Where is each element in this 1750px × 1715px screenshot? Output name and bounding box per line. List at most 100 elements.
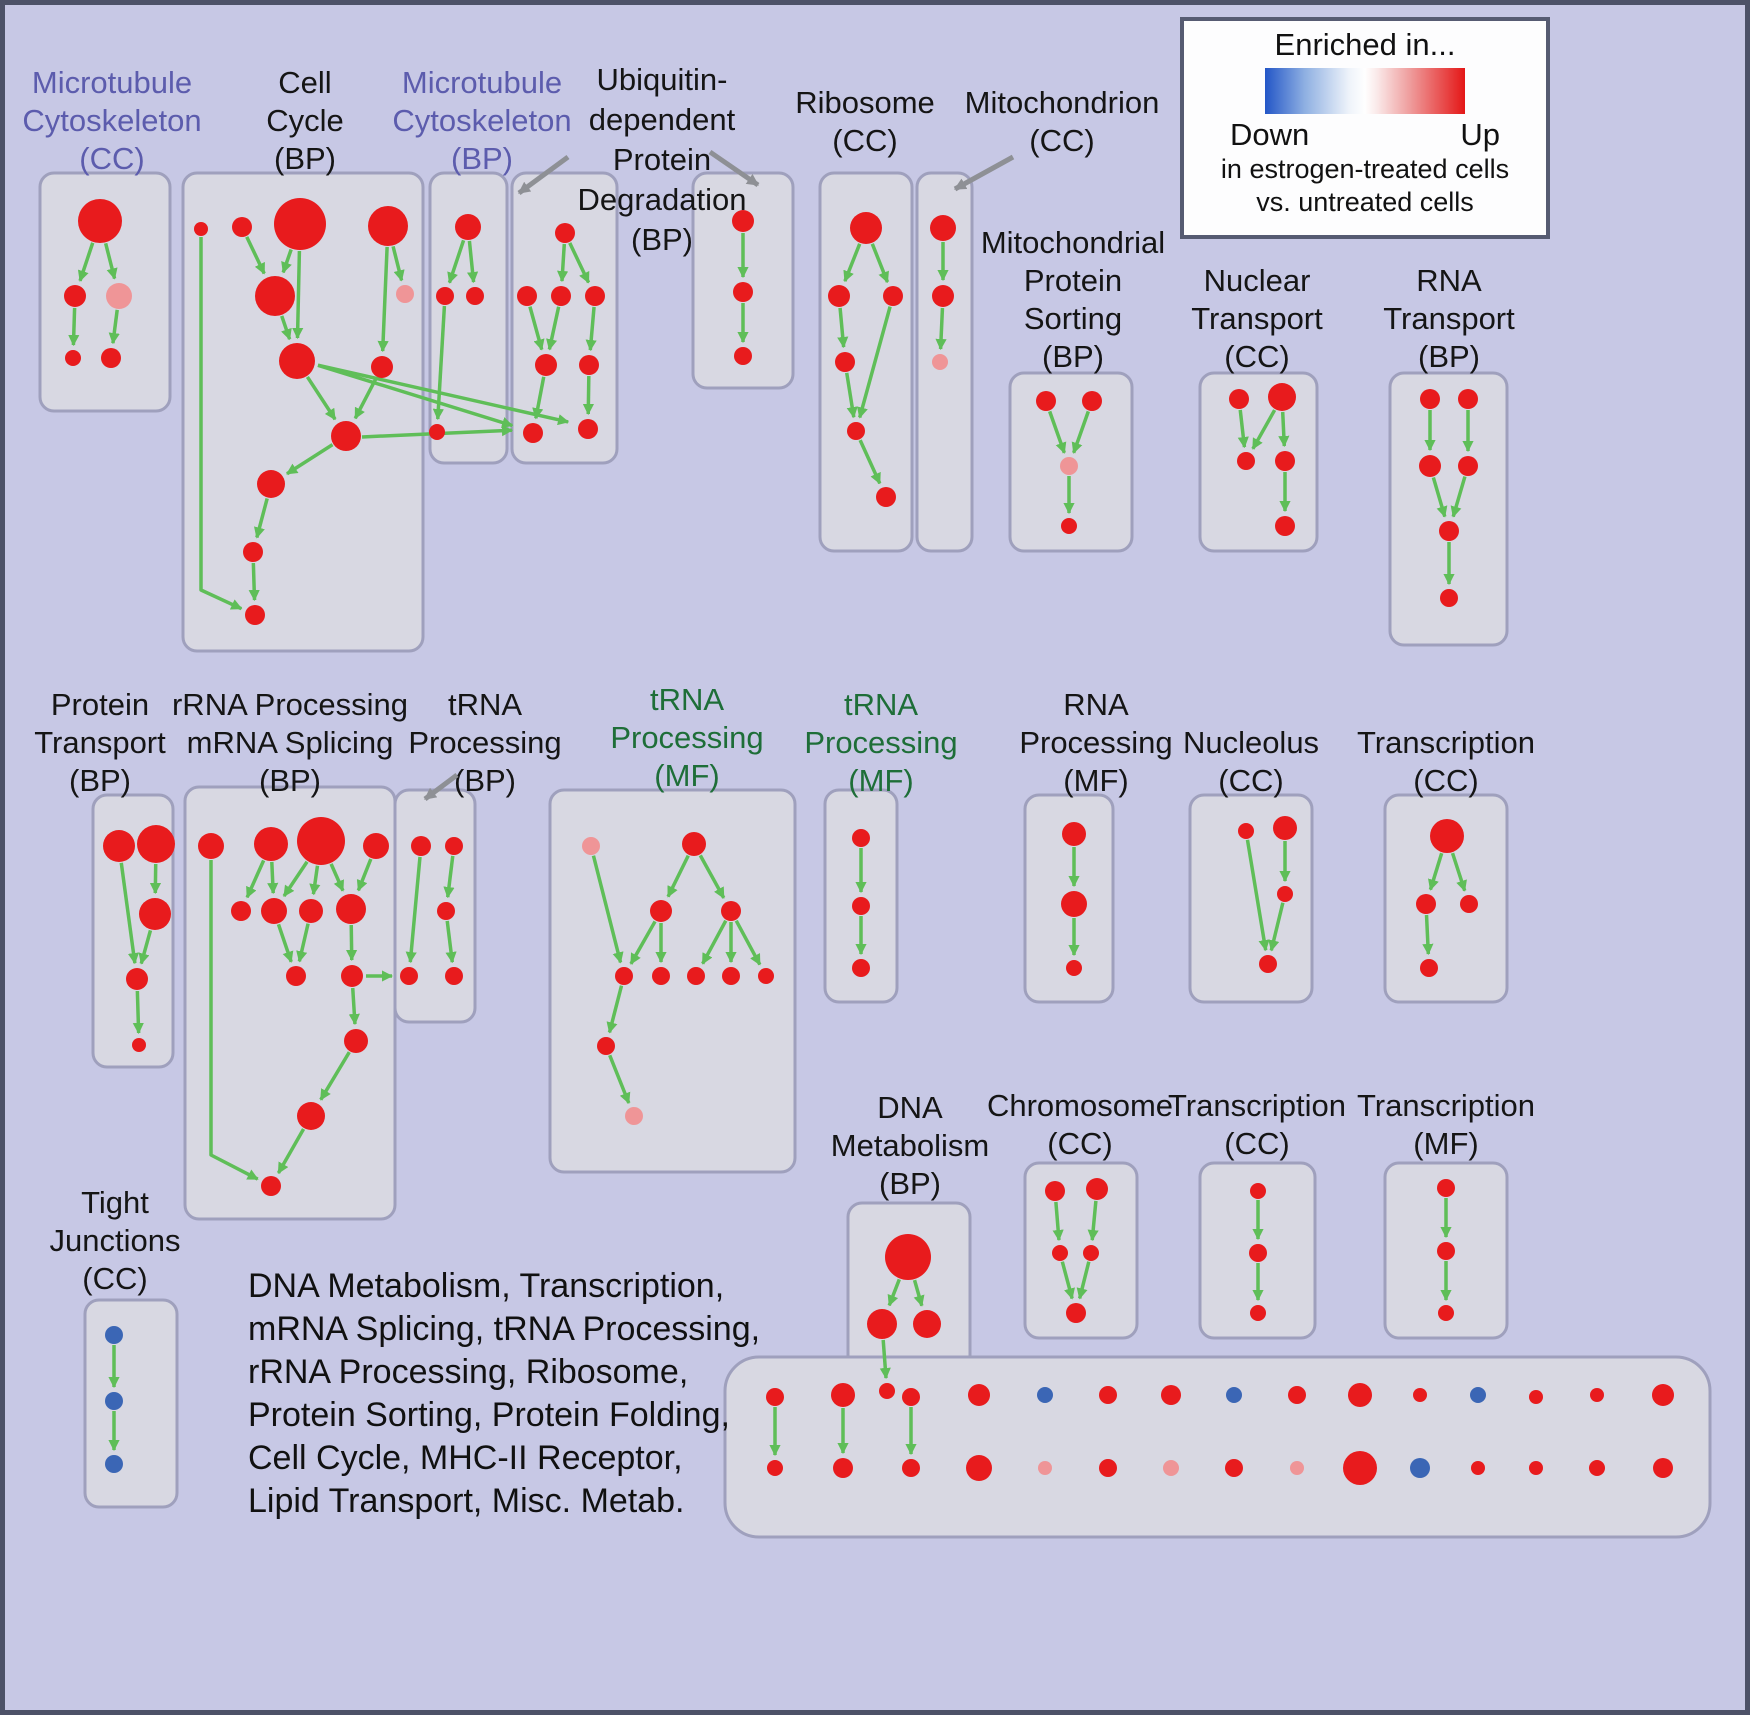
legend-gradient-bar [1265,68,1465,114]
go-term-node-misc-cluster-4 [1037,1387,1053,1403]
go-term-node-ubiquitin-degradation-bp-left-7 [578,419,598,439]
go-term-node-transcription-cc-1-0 [1430,819,1464,853]
hierarchy-edge [1278,411,1290,448]
go-term-node-ubiquitin-degradation-bp-left-1 [517,286,537,306]
hierarchy-edge [254,498,269,539]
go-term-node-mitochondrion-cc-2 [932,354,948,370]
cluster-label-transcription-cc-2: Transcription(CC) [1168,1088,1346,1161]
hierarchy-edge [445,920,457,964]
hierarchy-edge [377,246,389,353]
hierarchy-edge [199,237,243,611]
cluster-label-nucleolus-cc: Nucleolus(CC) [1183,725,1319,798]
go-term-node-misc-cluster-13 [1590,1388,1604,1402]
go-term-node-dna-metabolism-bp-3 [879,1383,895,1399]
hierarchy-edge [698,854,726,899]
go-term-node-microtubule-cytoskeleton-bp-1 [436,287,454,305]
misc-cluster-description: DNA Metabolism, Transcription, mRNA Spli… [248,1265,760,1523]
misc-text-line: Protein Sorting, Protein Folding, [248,1396,730,1434]
hierarchy-edge [1428,852,1444,891]
legend-title: Enriched in... [1274,27,1456,62]
go-term-node-nucleolus-cc-3 [1259,955,1277,973]
cluster-box-trna-processing-mf-1 [548,788,797,1174]
go-term-node-trna-processing-mf-1-0 [582,837,600,855]
cluster-label-transcription-cc-1: Transcription(CC) [1357,725,1535,798]
go-term-node-misc-cluster-17 [902,1459,920,1477]
go-term-node-mitochondrial-protein-sorting-bp-3 [1061,518,1077,534]
go-term-node-misc-cluster-20 [1099,1459,1117,1477]
hierarchy-edge [912,1279,925,1307]
go-term-node-rrna-processing-mrna-splicing-bp-9 [341,965,363,987]
misc-text-line: DNA Metabolism, Transcription, [248,1267,725,1305]
go-term-node-dna-metabolism-bp-1 [867,1309,897,1339]
go-term-node-ubiquitin-degradation-bp-left-4 [535,354,557,376]
go-term-node-rrna-processing-mrna-splicing-bp-0 [198,833,224,859]
go-term-node-nuclear-transport-cc-4 [1275,516,1295,536]
go-term-node-misc-cluster-19 [1038,1461,1052,1475]
cluster-box-misc-cluster [723,1355,1712,1539]
hierarchy-edge [391,245,405,282]
cluster-box-nuclear-transport-cc [1198,371,1319,553]
go-term-node-trna-processing-mf-1-4 [615,967,633,985]
go-term-node-rna-processing-mf-1 [1061,891,1087,917]
hierarchy-edge [138,929,153,965]
hierarchy-edge [701,919,728,965]
go-term-node-ribosome-cc-5 [876,487,896,507]
hierarchy-edge [248,562,260,602]
go-term-node-trna-processing-mf-1-10 [625,1107,643,1125]
hierarchy-edge [1251,409,1277,450]
go-term-node-misc-cluster-12 [1529,1390,1543,1404]
go-term-node-cell-cycle-bp-5 [396,285,414,303]
cluster-box-trna-processing-mf-2 [823,788,899,1004]
legend-caption-line-2: vs. untreated cells [1256,187,1474,217]
hierarchy-edge [1076,1261,1091,1300]
go-term-node-nucleolus-cc-2 [1277,886,1293,902]
go-term-node-misc-cluster-23 [1290,1461,1304,1475]
hierarchy-edge [103,242,118,280]
go-term-node-rna-processing-mf-0 [1062,822,1086,846]
hierarchy-edge [77,242,95,282]
go-term-node-ubiquitin-degradation-bp-left-0 [555,223,575,243]
go-term-node-ubiquitin-degradation-bp-2 [734,347,752,365]
go-term-node-ribosome-cc-2 [883,286,903,306]
hierarchy-edge [1087,1200,1099,1242]
hierarchy-edge [870,243,890,284]
hierarchy-edge [282,860,309,898]
go-term-node-mitochondrial-protein-sorting-bp-2 [1060,457,1078,475]
cluster-label-chromosome-cc: Chromosome(CC) [987,1088,1173,1161]
go-term-node-misc-cluster-10 [1413,1388,1427,1402]
go-term-node-misc-cluster-1 [831,1383,855,1407]
go-term-node-protein-transport-bp-3 [126,968,148,990]
go-term-node-trna-processing-mf-2-1 [852,897,870,915]
hierarchy-edge [591,855,624,964]
go-term-node-chromosome-cc-0 [1045,1181,1065,1201]
go-term-node-nuclear-transport-cc-0 [1229,389,1249,409]
hierarchy-edge [532,376,546,420]
go-term-node-trna-processing-mf-1-3 [721,901,741,921]
go-term-node-chromosome-cc-1 [1086,1178,1108,1200]
hierarchy-edge [317,363,514,428]
cluster-label-mitochondrion-cc: Mitochondrion(CC) [965,85,1160,158]
go-term-node-cell-cycle-bp-0 [194,222,208,236]
go-term-node-misc-cluster-2 [902,1388,920,1406]
misc-text-line: rRNA Processing, Ribosome, [248,1353,689,1391]
hierarchy-edge [119,862,140,965]
go-term-node-ubiquitin-degradation-bp-0 [732,210,754,232]
go-term-node-protein-transport-bp-0 [103,830,135,862]
hierarchy-edge [1237,409,1249,449]
hierarchy-edge [108,309,120,345]
cluster-box-ribosome-cc [818,171,914,553]
go-term-node-cell-cycle-bp-8 [331,421,361,451]
go-term-node-misc-cluster-16 [833,1458,853,1478]
misc-text-line: Cell Cycle, MHC-II Receptor, [248,1439,683,1477]
go-term-node-rrna-processing-mrna-splicing-bp-4 [231,901,251,921]
hierarchy-edge [356,858,373,892]
edges-layer [68,233,1474,1457]
label-pointer-arrow [423,773,459,801]
hierarchy-edge [858,439,882,485]
go-term-node-misc-cluster-25 [1410,1458,1430,1478]
